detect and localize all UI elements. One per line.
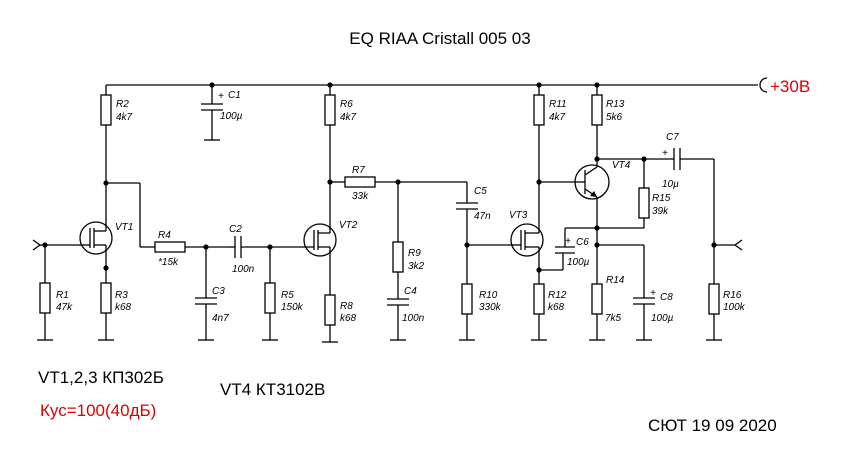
svg-text:R12: R12 (548, 290, 567, 301)
svg-text:C3: C3 (212, 286, 225, 297)
supply-rail (106, 77, 768, 93)
svg-text:7k5: 7k5 (605, 313, 622, 324)
svg-text:C5: C5 (474, 186, 487, 197)
svg-text:5k6: 5k6 (606, 112, 623, 123)
resistor-r3: R3 k68 (98, 256, 132, 341)
svg-text:+: + (662, 148, 668, 159)
svg-text:47k: 47k (56, 302, 73, 313)
svg-text:R13: R13 (606, 99, 625, 110)
svg-text:R14: R14 (606, 275, 625, 286)
svg-text:330k: 330k (479, 302, 502, 313)
svg-text:100n: 100n (232, 264, 255, 275)
resistor-r15: R15 39k (638, 156, 671, 228)
svg-text:R16: R16 (723, 290, 742, 301)
svg-text:33k: 33k (352, 191, 369, 202)
resistor-r13: R13 5k6 (591, 85, 644, 167)
svg-text:R11: R11 (549, 99, 567, 110)
svg-text:4k7: 4k7 (116, 112, 133, 123)
note-signature: СЮТ 19 09 2020 (648, 416, 777, 435)
svg-text:+: + (565, 236, 571, 247)
svg-text:VT3: VT3 (509, 210, 528, 221)
svg-text:VT2: VT2 (339, 220, 358, 231)
svg-text:R1: R1 (56, 290, 69, 301)
capacitor-c8: + C8 100µ (633, 245, 674, 341)
svg-text:+: + (650, 288, 656, 299)
svg-text:R15: R15 (652, 193, 671, 204)
svg-text:R4: R4 (158, 230, 171, 241)
supply-label: +30В (770, 77, 810, 96)
svg-text:R2: R2 (116, 99, 129, 110)
capacitor-c5: C5 47n (456, 182, 507, 284)
svg-text:k68: k68 (340, 313, 357, 324)
svg-text:47n: 47n (474, 211, 491, 222)
transistor-vt1: VT1 (78, 221, 133, 256)
schematic-title: EQ RIAA Cristall 005 03 (349, 29, 530, 48)
resistor-r10: R10 330k (459, 283, 502, 341)
svg-text:C8: C8 (660, 292, 673, 303)
transistor-vt4: VT4 (574, 160, 631, 284)
svg-text:R7: R7 (352, 165, 365, 176)
svg-text:VT1: VT1 (115, 222, 133, 233)
svg-text:R5: R5 (281, 290, 294, 301)
svg-text:100µ: 100µ (220, 111, 243, 122)
resistor-r2: R2 4k7 (100, 85, 133, 222)
capacitor-c1: + C1 100µ (201, 85, 243, 141)
transistor-vt3: VT3 (507, 210, 544, 258)
svg-text:4k7: 4k7 (340, 112, 357, 123)
svg-text:C6: C6 (576, 237, 589, 248)
resistor-r9: R9 3k2 (392, 182, 425, 299)
svg-text:R3: R3 (115, 290, 128, 301)
svg-text:k68: k68 (115, 302, 132, 313)
resistor-r4: R4 *15k (154, 230, 228, 268)
resistor-r16: R16 100k (706, 283, 746, 341)
svg-text:C4: C4 (404, 286, 417, 297)
capacitor-c6: + C6 100µ (539, 225, 644, 271)
svg-text:C1: C1 (228, 90, 241, 101)
capacitor-c2: C2 100n (228, 224, 300, 275)
svg-text:VT4: VT4 (612, 160, 631, 171)
capacitor-c4: C4 100n (387, 286, 425, 341)
svg-text:10µ: 10µ (662, 179, 679, 190)
svg-text:k68: k68 (548, 302, 565, 313)
resistor-r12: R12 k68 (531, 258, 567, 341)
svg-text:R8: R8 (340, 301, 353, 312)
resistor-r1: R1 47k (37, 245, 73, 341)
resistor-r7: R7 33k (327, 165, 467, 202)
svg-text:100µ: 100µ (651, 313, 674, 324)
resistor-r11: R11 4k7 (533, 85, 578, 222)
svg-text:C7: C7 (666, 132, 679, 143)
output-terminal (711, 239, 743, 251)
resistor-r5: R5 150k (262, 247, 304, 341)
svg-text:4k7: 4k7 (549, 112, 566, 123)
svg-text:3k2: 3k2 (408, 261, 425, 272)
svg-text:150k: 150k (281, 302, 304, 313)
svg-text:R6: R6 (340, 99, 353, 110)
svg-text:R10: R10 (479, 290, 498, 301)
transistor-vt2: VT2 (300, 220, 358, 258)
svg-text:100µ: 100µ (567, 257, 590, 268)
resistor-r6: R6 4k7 (324, 85, 357, 222)
resistor-r8: R8 k68 (322, 258, 357, 343)
interstage-wire-1 (103, 180, 155, 248)
svg-text:4n7: 4n7 (212, 313, 229, 324)
svg-text:R9: R9 (408, 248, 421, 259)
svg-text:100k: 100k (723, 302, 746, 313)
note-gain: Кус=100(40дБ) (40, 401, 156, 420)
svg-text:+: + (218, 91, 224, 102)
svg-text:C2: C2 (229, 224, 242, 235)
svg-text:39k: 39k (652, 206, 669, 217)
note-bjt: VT4 КТ3102В (220, 380, 325, 399)
svg-text:100n: 100n (402, 313, 425, 324)
capacitor-c7: + C7 10µ (644, 132, 715, 284)
svg-text:*15k: *15k (158, 257, 179, 268)
note-fets: VT1,2,3 КП302Б (38, 368, 164, 387)
resistor-r14: R14 7k5 (589, 242, 644, 341)
input-terminal (32, 239, 78, 251)
capacitor-c3: C3 4n7 (195, 247, 229, 341)
